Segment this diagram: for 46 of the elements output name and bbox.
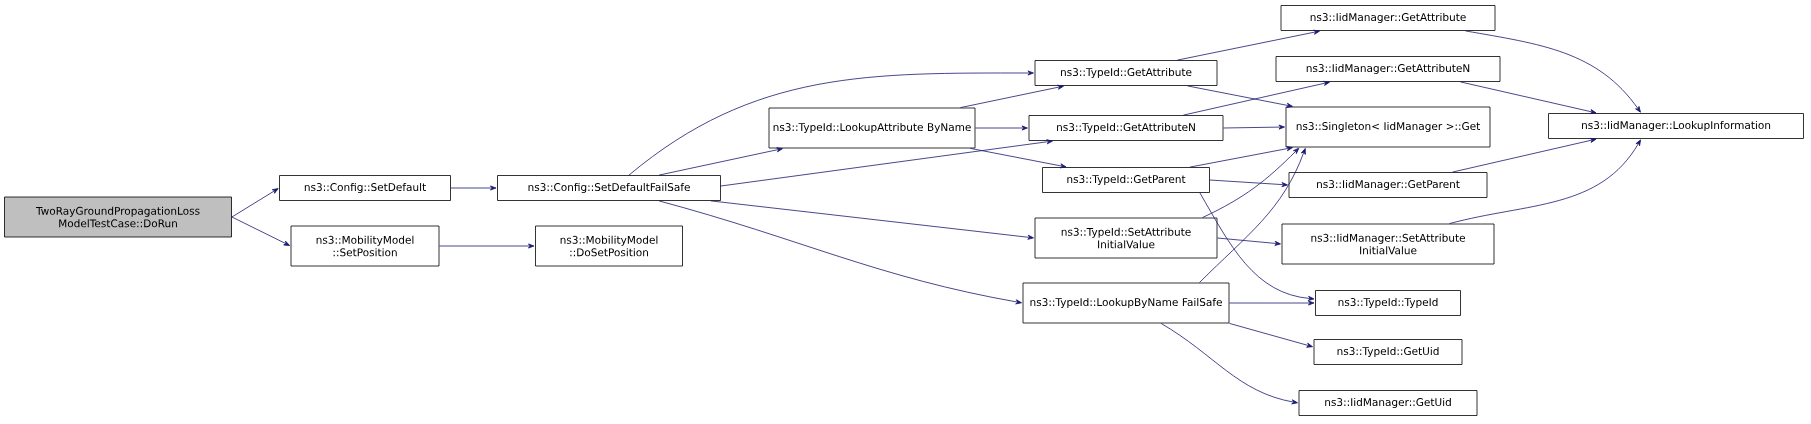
arrow: [1183, 80, 1330, 116]
function-box: ns3::TypeId::SetAttribute InitialValue: [1034, 217, 1218, 259]
arrow: [1187, 85, 1293, 108]
function-box: ns3::IidManager::GetAttribute: [1280, 5, 1496, 31]
function-box: ns3::TypeId::LookupByName FailSafe: [1022, 282, 1230, 324]
function-box: ns3::Config::SetDefault: [279, 175, 451, 201]
function-box: ns3::IidManager::SetAttribute InitialValue: [1281, 223, 1495, 265]
arrow: [1229, 300, 1315, 306]
function-box: TwoRayGroundPropagationLoss ModelTestCase::DoRun: [4, 196, 232, 238]
function-box: ns3::TypeId::GetUid: [1313, 339, 1463, 365]
arrow: [1465, 30, 1641, 113]
arrow: [1199, 148, 1306, 283]
function-box: ns3::TypeId::GetParent: [1042, 167, 1210, 193]
arrow: [1202, 147, 1300, 218]
function-box: ns3::TypeId::GetAttribute: [1034, 60, 1218, 86]
function-box: ns3::MobilityModel ::SetPosition: [290, 225, 440, 267]
arrow: [1217, 237, 1281, 246]
function-box: ns3::IidManager::GetAttributeN: [1275, 56, 1501, 82]
function-box: ns3::TypeId::LookupAttribute ByName: [768, 107, 976, 149]
function-box: ns3::TypeId::GetAttributeN: [1028, 115, 1224, 141]
arrow: [975, 125, 1028, 131]
arrow: [1229, 323, 1313, 348]
arrow: [231, 216, 290, 246]
arrow: [231, 188, 279, 218]
function-box: ns3::MobilityModel ::DoSetPosition: [535, 225, 683, 267]
arrow: [710, 200, 1034, 240]
arrow: [1209, 179, 1288, 188]
arrow: [439, 243, 535, 249]
arrow: [1189, 146, 1293, 168]
arrow: [960, 84, 1064, 108]
arrow: [1160, 323, 1298, 405]
arrow: [1199, 192, 1315, 301]
function-box: ns3::Singleton< IidManager >::Get: [1285, 106, 1491, 148]
arrow: [658, 200, 1022, 305]
arrow: [1177, 29, 1320, 61]
arrow: [628, 70, 1034, 176]
function-box: ns3::IidManager::LookupInformation: [1548, 113, 1804, 139]
arrow: [720, 139, 1053, 187]
arrow: [1223, 124, 1285, 130]
arrow: [658, 147, 783, 176]
arrow: [450, 185, 497, 191]
function-box: ns3::IidManager::GetUid: [1298, 390, 1478, 416]
function-box: ns3::TypeId::TypeId: [1315, 290, 1461, 316]
arrow: [970, 148, 1067, 169]
function-box: ns3::Config::SetDefaultFailSafe: [497, 175, 721, 201]
function-box: ns3::IidManager::GetParent: [1288, 172, 1488, 198]
